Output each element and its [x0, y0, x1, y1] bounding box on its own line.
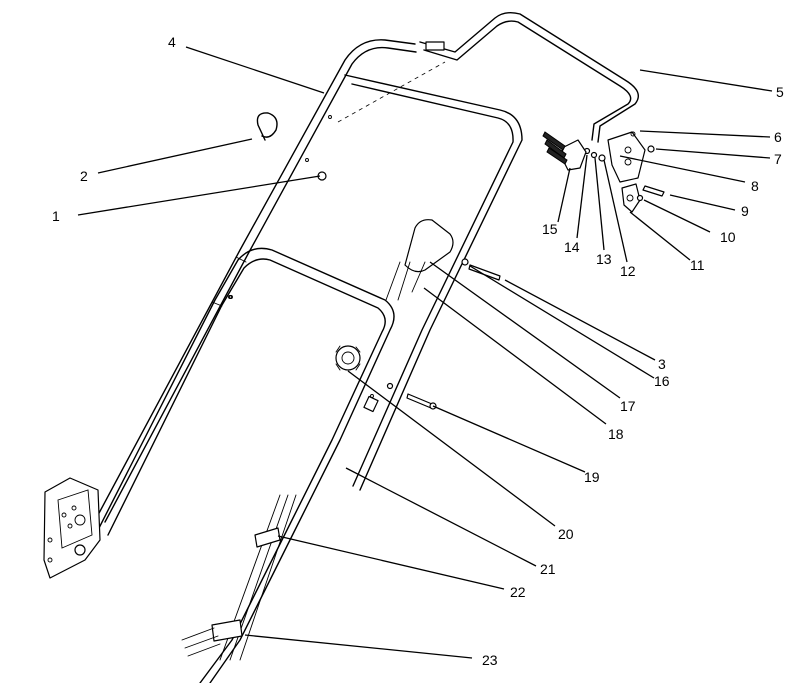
leader-20	[347, 370, 556, 527]
callout-13: 13	[596, 251, 612, 267]
callout-7: 7	[774, 151, 782, 167]
leader-22	[277, 535, 505, 590]
callout-23: 23	[482, 652, 498, 668]
upper-handle	[97, 39, 523, 523]
leader-7	[655, 148, 771, 159]
leader-18	[423, 287, 607, 425]
leader-14	[576, 154, 588, 239]
leader-9	[669, 194, 736, 211]
callout-15: 15	[542, 221, 558, 237]
callout-11: 11	[690, 257, 705, 273]
callout-20: 20	[558, 526, 574, 542]
leader-1	[77, 175, 321, 216]
leader-6	[639, 130, 771, 138]
leader-12	[603, 159, 628, 263]
callout-2: 2	[80, 168, 88, 184]
leader-3	[504, 279, 656, 361]
callout-17: 17	[620, 398, 636, 414]
callout-12: 12	[620, 263, 636, 279]
callout-1: 1	[52, 208, 60, 224]
speed-control-assembly	[542, 131, 665, 213]
leader-4	[185, 46, 325, 94]
callout-10: 10	[720, 229, 736, 245]
callout-5: 5	[776, 84, 784, 100]
leader-13	[594, 157, 605, 251]
callout-4: 4	[168, 34, 176, 50]
handle-knob	[335, 345, 437, 410]
callout-3: 3	[658, 356, 666, 372]
leader-10	[643, 199, 711, 233]
leader-23	[244, 634, 473, 659]
leader-8	[619, 155, 746, 183]
leader-5	[639, 69, 773, 92]
cable-ties-and-cables	[181, 494, 297, 661]
callout-16: 16	[654, 373, 670, 389]
callout-9: 9	[741, 203, 749, 219]
callout-22: 22	[510, 584, 526, 600]
callout-14: 14	[564, 239, 580, 255]
leader-16	[469, 265, 655, 379]
leader-15	[557, 167, 571, 223]
leader-19	[432, 405, 586, 473]
leader-2	[97, 138, 253, 174]
leader-lines	[77, 46, 773, 659]
callout-19: 19	[584, 469, 600, 485]
callout-21: 21	[540, 561, 556, 577]
lower-handle	[97, 247, 395, 683]
leader-11	[629, 211, 691, 261]
handle-clip-and-nut	[256, 112, 327, 181]
callout-8: 8	[751, 178, 759, 194]
cable-guide	[385, 219, 501, 301]
callout-labels: 1 2 3 4 5 6 7 8 9 10 11 12 13 14 15 16 1…	[52, 34, 784, 668]
deck-bracket	[43, 477, 101, 579]
leader-17	[429, 261, 621, 399]
control-bar	[419, 11, 639, 143]
callout-6: 6	[774, 129, 782, 145]
callout-18: 18	[608, 426, 624, 442]
leader-21	[345, 467, 537, 567]
